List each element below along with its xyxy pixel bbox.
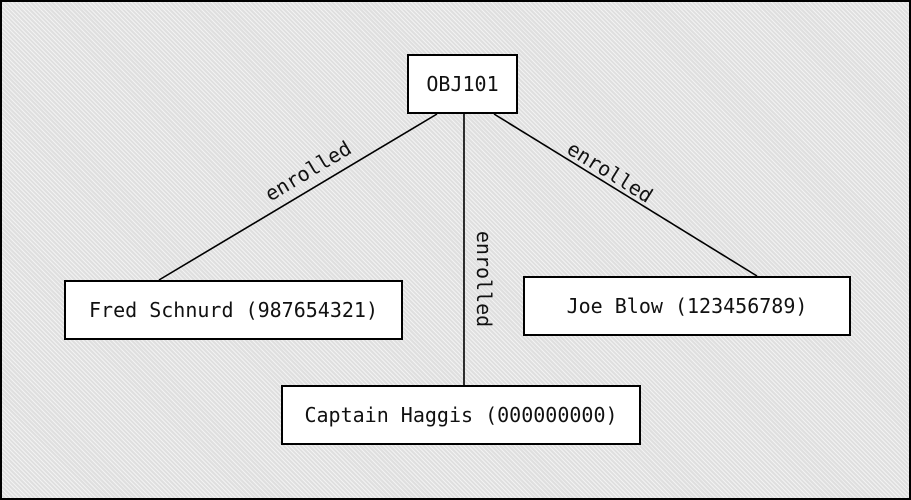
edge-line-obj101-joe [493, 113, 758, 277]
node-joe-blow: Joe Blow (123456789) [523, 276, 851, 336]
node-joe-blow-label: Joe Blow (123456789) [566, 294, 808, 318]
edge-line-obj101-fred [158, 113, 438, 281]
node-fred-schnurd-label: Fred Schnurd (987654321) [89, 298, 378, 322]
node-fred-schnurd: Fred Schnurd (987654321) [64, 280, 403, 340]
node-obj101-label: OBJ101 [426, 72, 499, 96]
node-captain-haggis: Captain Haggis (000000000) [281, 385, 641, 445]
edge-label-enrolled-haggis: enrolled [472, 230, 496, 328]
node-captain-haggis-label: Captain Haggis (000000000) [304, 403, 618, 427]
node-obj101: OBJ101 [407, 54, 518, 114]
